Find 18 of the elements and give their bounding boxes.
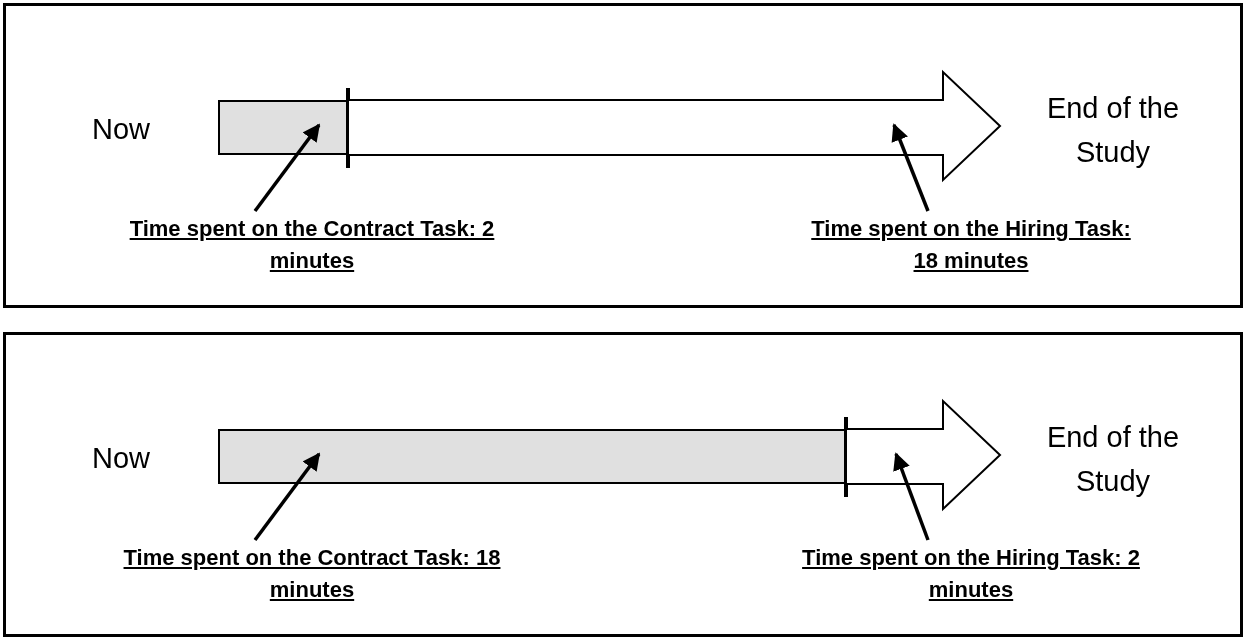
- callout-text: Time spent on the Hiring Task: 2 minutes: [798, 542, 1144, 606]
- leader-arrow: [253, 452, 321, 542]
- remaining-time-arrow: [846, 400, 1001, 510]
- remaining-time-arrow: [348, 71, 1001, 181]
- leader-arrow: [891, 123, 930, 212]
- panel-frame: [3, 3, 1243, 308]
- timeline-label: Now: [92, 107, 182, 151]
- leader-arrow: [253, 123, 321, 213]
- callout-text: Time spent on the Contract Task: 2 minutes: [114, 213, 510, 277]
- callout-text: Time spent on the Contract Task: 18 minutes: [114, 542, 510, 606]
- leader-arrow: [893, 452, 930, 541]
- panel-frame: [3, 332, 1243, 637]
- timeline-label: End of the Study: [1043, 415, 1183, 503]
- elapsed-time-bar: [218, 429, 846, 484]
- timeline-label: Now: [92, 436, 182, 480]
- elapsed-time-bar: [218, 100, 348, 155]
- callout-text: Time spent on the Hiring Task: 18 minutes: [798, 213, 1144, 277]
- timeline-label: End of the Study: [1043, 86, 1183, 174]
